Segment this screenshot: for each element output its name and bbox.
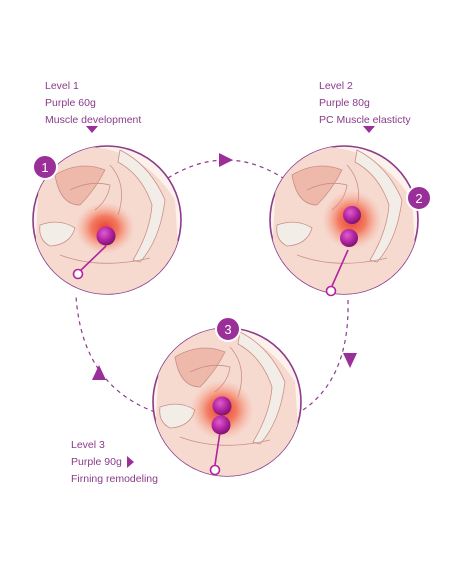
level-2-label: Level 2 Purple 80g PC Muscle elasticty — [319, 78, 411, 129]
level-1-title: Level 1 — [45, 80, 79, 92]
svg-text:1: 1 — [41, 160, 48, 175]
connector-2-to-3 — [299, 299, 349, 413]
svg-text:2: 2 — [415, 191, 422, 206]
pointer-triangle-icon — [86, 126, 98, 133]
level-1-weight: Purple 60g — [45, 97, 96, 109]
level-2-weight: Purple 80g — [319, 97, 370, 109]
arrow-down-icon — [343, 353, 357, 368]
level-3-label: Level 3 Purple 90g Firning remodeling — [71, 437, 158, 488]
anatomy-illustration-1 — [32, 145, 182, 295]
arrow-up-icon — [92, 365, 106, 380]
level-2-description: PC Muscle elasticty — [319, 114, 411, 126]
level-3-badge: 3 — [215, 316, 241, 342]
arrow-right-icon — [219, 153, 233, 167]
level-1-label: Level 1 Purple 60g Muscle development — [45, 78, 141, 129]
pointer-triangle-icon — [127, 456, 134, 468]
pointer-triangle-icon — [363, 126, 375, 133]
anatomy-illustration-2 — [269, 145, 419, 297]
connector-1-to-2 — [167, 159, 284, 179]
level-3-weight: Purple 90g — [71, 456, 122, 468]
level-3-title: Level 3 — [71, 439, 105, 451]
cycle-connector-lines — [75, 159, 349, 413]
anatomy-illustration-3 — [152, 327, 302, 477]
connector-3-to-1 — [75, 295, 156, 413]
level-3-description: Firning remodeling — [71, 473, 158, 485]
level-2-badge: 2 — [406, 185, 432, 211]
level-1-badge: 1 — [32, 154, 58, 180]
svg-text:3: 3 — [224, 322, 231, 337]
level-2-title: Level 2 — [319, 80, 353, 92]
level-1-description: Muscle development — [45, 114, 142, 126]
